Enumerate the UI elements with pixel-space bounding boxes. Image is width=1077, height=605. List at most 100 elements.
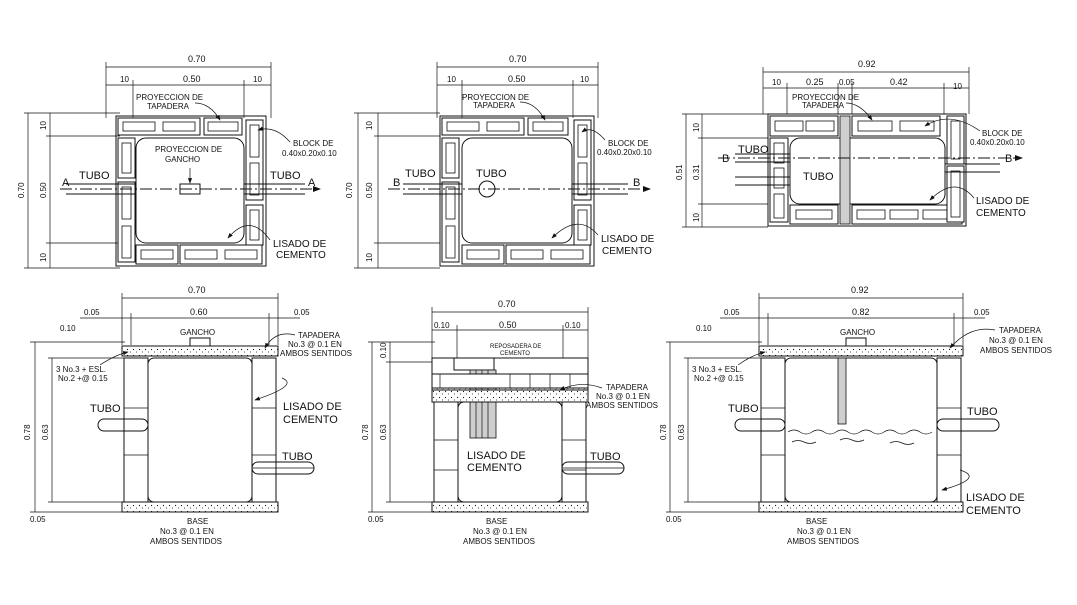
label-tapadera: TAPADERA — [606, 383, 649, 392]
dim-base: 0.05 — [666, 515, 682, 524]
label-tapadera-2: No.3 @ 0.1 EN — [989, 336, 1043, 345]
label-lisado: LISADO DE — [601, 234, 655, 245]
dim-left-total: 0.78 — [361, 424, 370, 440]
chamber — [147, 357, 253, 503]
inner-chamber — [461, 137, 573, 244]
lid-slab — [121, 345, 279, 357]
hook — [845, 337, 867, 347]
water-level — [787, 429, 933, 435]
dim-top-part-1: 10 — [447, 75, 456, 84]
tubo-label-left: TUBO — [738, 144, 769, 156]
dim-left-part-2: 0.50 — [365, 182, 374, 198]
label-lisado: LISADO DE — [976, 196, 1030, 207]
dim-left-total: 0.78 — [659, 424, 668, 440]
label-lisado-2: CEMENTO — [966, 505, 1021, 517]
section-view-3: 0.92 0.05 0.82 0.05 0.10 0.78 0.63 0.05 … — [659, 285, 1052, 546]
section-mark-left: B — [393, 177, 400, 189]
label-ref: 3 No.3 + ESL. — [56, 365, 106, 374]
label-proy-tapadera: PROYECCION DE — [792, 93, 859, 102]
section-view-2: 0.70 0.10 0.50 0.10 0.10 0.78 0.63 0.05 … — [361, 299, 658, 546]
label-proy-tapadera: PROYECCION DE — [136, 93, 203, 102]
base-slab — [758, 501, 964, 513]
dim-top-part-5: 10 — [953, 82, 962, 91]
label-block: BLOCK DE — [293, 139, 333, 148]
dim-base: 0.05 — [30, 515, 46, 524]
label-block: BLOCK DE — [608, 139, 648, 148]
dim-left-total: 0.70 — [17, 182, 26, 198]
dim-top-part-3: 10 — [253, 75, 262, 84]
dim-top-part-2: 0.50 — [499, 320, 517, 330]
wall-left — [760, 357, 786, 503]
dim-left-part-3: 10 — [692, 213, 701, 222]
pipe-out — [936, 418, 1000, 432]
label-base: BASE — [187, 517, 208, 526]
inner-chamber — [789, 137, 946, 205]
label-reposadera: REPOSADERA DE — [490, 344, 541, 350]
wall-right — [561, 401, 587, 503]
label-base-3: AMBOS SENTIDOS — [787, 537, 859, 546]
plan-view-2: 0.70 10 0.50 10 0.70 10 0.50 10 B B TUBO… — [345, 54, 655, 269]
dim-base: 0.05 — [368, 515, 384, 524]
dim-top-part-2: 0.82 — [852, 307, 870, 317]
label-block: BLOCK DE — [982, 129, 1022, 138]
tubo-label-right: TUBO — [967, 406, 998, 418]
dim-left-total: 0.70 — [345, 182, 354, 198]
dim-lid: 0.10 — [696, 324, 712, 333]
tubo-label-center: TUBO — [476, 168, 507, 180]
tubo-label-left: TUBO — [79, 170, 110, 182]
dim-top-part-1: 0.05 — [84, 308, 100, 317]
label-lisado: LISADO DE — [966, 492, 1025, 504]
dim-left-part-3: 10 — [365, 253, 374, 262]
dim-top-part-2: 0.60 — [190, 307, 208, 317]
dim-top-part-2: 0.50 — [508, 74, 526, 84]
dim-left-inner: 0.63 — [41, 424, 50, 440]
label-lisado: LISADO DE — [283, 401, 342, 413]
inner-chamber — [135, 137, 245, 244]
outer-wall — [115, 115, 267, 267]
label-base: BASE — [806, 517, 827, 526]
section-mark-left: B — [722, 153, 729, 165]
base-slab — [121, 501, 279, 513]
dim-top-part-2: 0.50 — [183, 74, 201, 84]
label-tapadera: TAPADERA — [298, 331, 341, 340]
label-proy-tapadera-2: TAPADERA — [147, 102, 190, 111]
tubo-label-center: TUBO — [803, 171, 834, 183]
label-base-3: AMBOS SENTIDOS — [463, 537, 535, 546]
dim-top-part-3: 10 — [580, 75, 589, 84]
dim-left-part-2: 0.50 — [39, 182, 48, 198]
pipe-in — [97, 418, 149, 432]
outer-wall — [439, 115, 595, 267]
label-tapadera-3: AMBOS SENTIDOS — [280, 349, 352, 358]
label-ref-2: No.2 +@ 0.15 — [58, 374, 108, 383]
label-gancho: GANCHO — [180, 328, 215, 337]
reposadera — [453, 357, 495, 371]
dim-top-part-3: 0.10 — [565, 321, 581, 330]
dim-left-part-2: 0.31 — [692, 164, 701, 180]
label-tapadera-3: AMBOS SENTIDOS — [980, 346, 1052, 355]
dim-lid: 0.10 — [60, 324, 76, 333]
section-view-1: 0.70 0.05 0.60 0.05 0.10 0.78 0.63 0.05 … — [23, 285, 352, 546]
label-lisado: LISADO DE — [273, 239, 327, 250]
tubo-label-left: TUBO — [90, 403, 121, 415]
dim-left-total: 0.51 — [675, 164, 684, 180]
label-lisado-2: CEMENTO — [276, 250, 326, 261]
dim-top-total: 0.70 — [498, 299, 516, 309]
dim-left-part-1: 10 — [365, 121, 374, 130]
label-tapadera: TAPADERA — [999, 326, 1042, 335]
dim-left-part-3: 10 — [39, 253, 48, 262]
section-mark-right: B — [1005, 153, 1012, 165]
tubo-label-right: TUBO — [590, 451, 621, 463]
label-block-2: 0.40x0.20x0.10 — [597, 148, 652, 157]
label-block-2: 0.40x0.20x0.10 — [970, 138, 1025, 147]
plan-view-3: 0.92 10 0.25 0.05 0.42 10 0.51 10 0.31 1… — [675, 59, 1030, 228]
label-base-2: No.3 @ 0.1 EN — [473, 527, 527, 536]
label-base-2: No.3 @ 0.1 EN — [160, 527, 214, 536]
dim-left-part-1: 10 — [39, 121, 48, 130]
pipe-in — [734, 418, 786, 432]
tubo-label-right: TUBO — [282, 451, 313, 463]
dim-top-part-1: 0.05 — [724, 308, 740, 317]
dim-top-part-3: 0.05 — [974, 308, 990, 317]
label-base-2: No.3 @ 0.1 EN — [797, 527, 851, 536]
label-lisado-2: CEMENTO — [976, 208, 1026, 219]
